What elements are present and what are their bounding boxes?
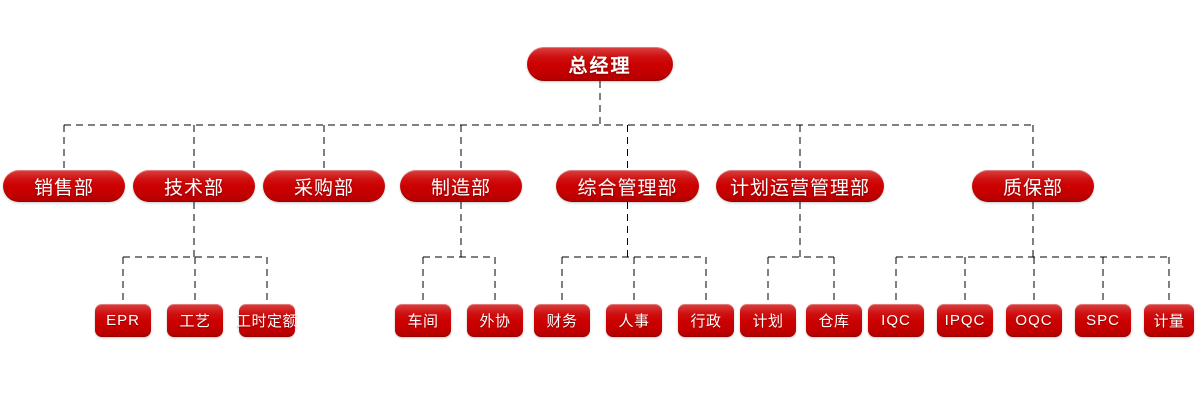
org-node-general-manager[interactable]: 总经理: [527, 47, 673, 81]
org-node-metrology[interactable]: 计量: [1144, 304, 1194, 337]
org-node-finance[interactable]: 财务: [534, 304, 590, 337]
org-node-hr[interactable]: 人事: [606, 304, 662, 337]
org-node-iqc[interactable]: IQC: [868, 304, 924, 337]
org-node-labor-quota[interactable]: 工时定额: [236, 304, 298, 337]
org-node-ipqc[interactable]: IPQC: [937, 304, 993, 337]
org-node-plan[interactable]: 计划: [740, 304, 796, 337]
org-node-process[interactable]: 工艺: [167, 304, 223, 337]
org-node-spc[interactable]: SPC: [1075, 304, 1131, 337]
org-node-sales[interactable]: 销售部: [3, 170, 125, 202]
org-node-admin[interactable]: 行政: [678, 304, 734, 337]
org-node-oqc[interactable]: OQC: [1006, 304, 1062, 337]
org-node-warehouse[interactable]: 仓库: [806, 304, 862, 337]
org-node-general-mgmt[interactable]: 综合管理部: [556, 170, 699, 202]
org-node-workshop[interactable]: 车间: [395, 304, 451, 337]
org-node-epr[interactable]: EPR: [95, 304, 151, 337]
org-node-outsourcing[interactable]: 外协: [467, 304, 523, 337]
org-node-planning-ops[interactable]: 计划运营管理部: [716, 170, 884, 202]
org-node-quality[interactable]: 质保部: [972, 170, 1094, 202]
org-node-technology[interactable]: 技术部: [133, 170, 255, 202]
org-node-purchasing[interactable]: 采购部: [263, 170, 385, 202]
org-node-manufacture[interactable]: 制造部: [400, 170, 522, 202]
